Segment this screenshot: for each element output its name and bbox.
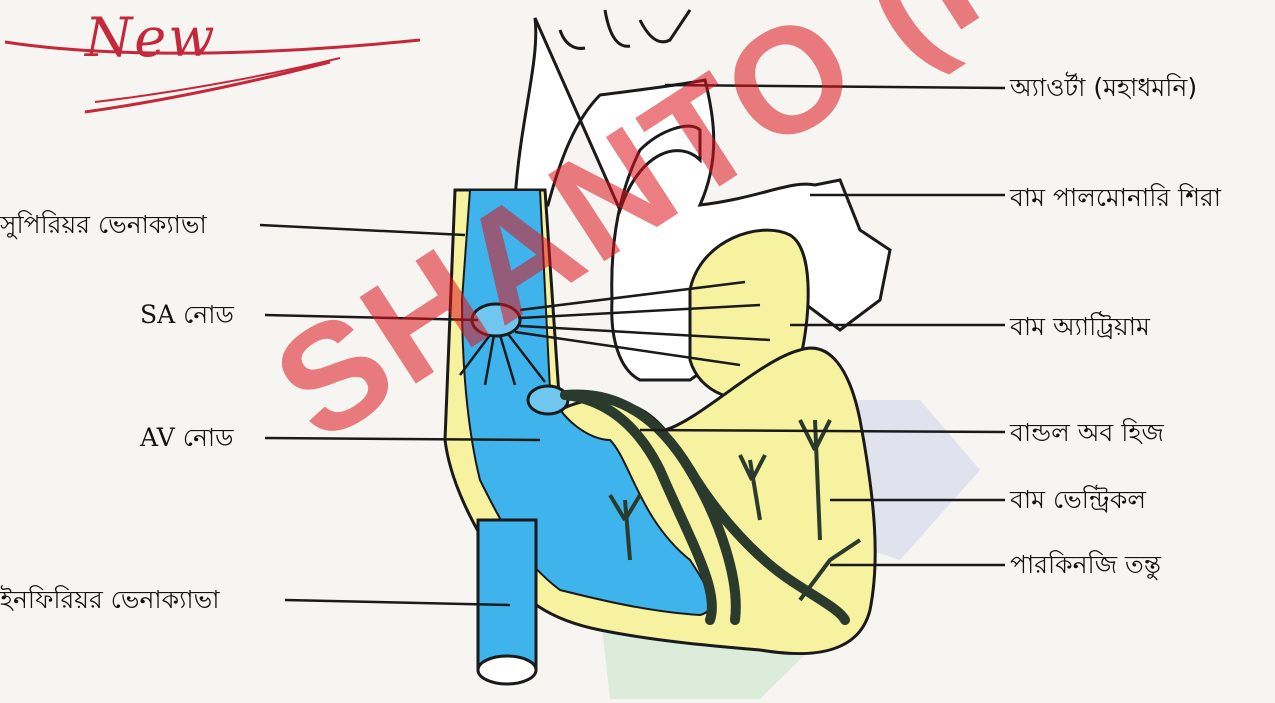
label-left-atrium: বাম অ্যাট্রিয়াম — [1010, 312, 1150, 342]
handwritten-note: New — [85, 6, 216, 69]
label-purkinje-fibres: পারকিনজি তন্তু — [1010, 550, 1161, 580]
label-left-pulmonary-vein: বাম পালমোনারি শিরা — [1010, 183, 1221, 213]
av-node — [528, 386, 568, 414]
aortic-branches — [560, 10, 690, 48]
label-bundle-of-his: বান্ডল অব হিজ — [1010, 418, 1164, 448]
label-av-node: AV নোড — [140, 423, 234, 453]
label-sa-node: SA নোড — [140, 300, 234, 330]
label-superior-vena-cava: সুপিরিয়র ভেনাক্যাভা — [0, 210, 207, 240]
label-left-ventricle: বাম ভেন্ট্রিকল — [1010, 485, 1146, 515]
inferior-vena-cava — [478, 520, 536, 684]
label-aorta: অ্যাওর্টা (মহাধমনি) — [1010, 73, 1197, 103]
label-inferior-vena-cava: ইনফিরিয়র ভেনাক্যাভা — [0, 585, 220, 615]
